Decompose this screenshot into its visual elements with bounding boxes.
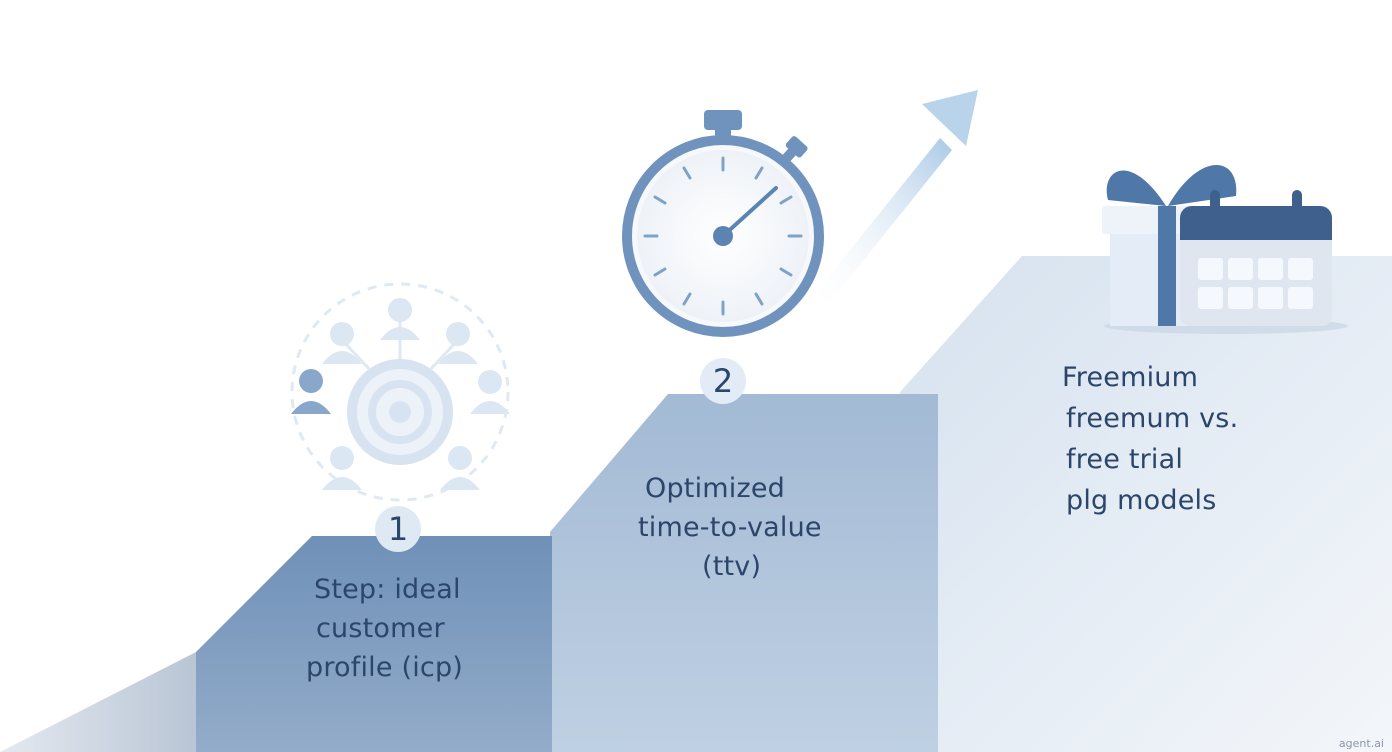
step-1-label-line: Step: ideal bbox=[314, 574, 461, 605]
step-3-label: Freemium freemum vs. free trial plg mode… bbox=[1062, 357, 1238, 521]
step-3-label-line: plg models bbox=[1066, 485, 1217, 516]
base-ramp bbox=[0, 652, 196, 752]
step-3-label-line: Freemium bbox=[1062, 362, 1199, 393]
step-2-label-line: (ttv) bbox=[702, 551, 762, 582]
step-2-block bbox=[550, 394, 938, 752]
step-3-label-line: free trial bbox=[1066, 444, 1184, 475]
watermark: agent.ai bbox=[1338, 737, 1384, 750]
step-1-label: Step: ideal customer profile (icp) bbox=[306, 570, 463, 687]
customer-target-network-icon bbox=[290, 282, 510, 502]
step-2-label: Optimized time-to-value (ttv) bbox=[638, 469, 828, 586]
growth-arrow-icon bbox=[810, 90, 978, 312]
stopwatch-icon bbox=[622, 110, 824, 337]
step-2-label-line: Optimized bbox=[645, 473, 786, 504]
step-3-block bbox=[900, 256, 1392, 752]
step-2-number-badge: 2 bbox=[700, 358, 746, 404]
step-2-label-line: time-to-value bbox=[638, 512, 822, 543]
gift-calendar-icon bbox=[1102, 164, 1348, 334]
step-1-label-line: profile (icp) bbox=[306, 652, 464, 683]
step-1-number-badge: 1 bbox=[375, 506, 421, 552]
step-1-block bbox=[196, 536, 552, 752]
step-3-label-line: freemum vs. bbox=[1066, 403, 1239, 434]
step-1-label-line: customer bbox=[316, 613, 445, 644]
